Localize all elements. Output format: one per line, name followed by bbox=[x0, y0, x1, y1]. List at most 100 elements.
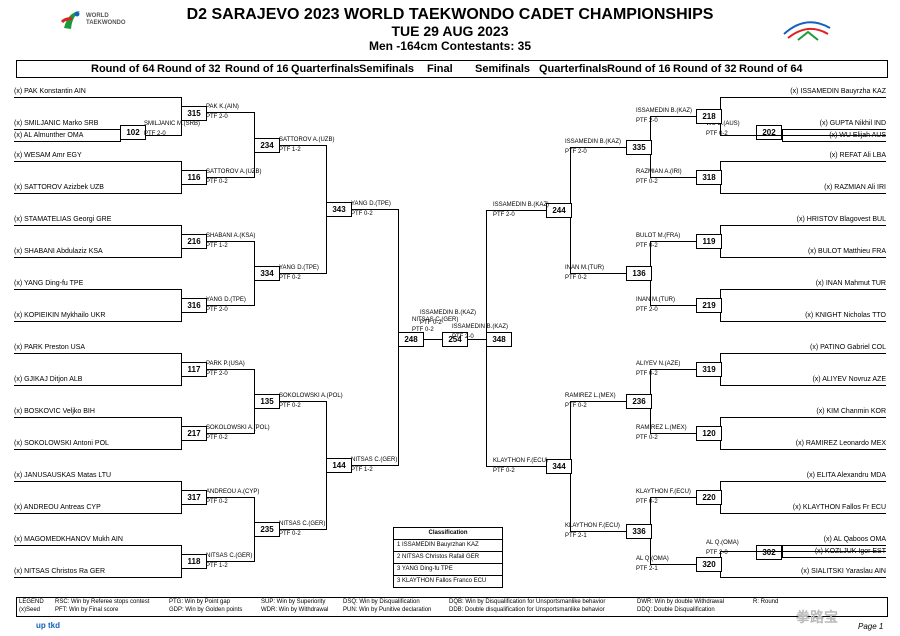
participant-name: (x) SATTOROV Azizbek UZB bbox=[14, 184, 104, 191]
match-number-box: 117 bbox=[181, 362, 207, 377]
match-winner: RAMIREZ L.(MEX) bbox=[565, 393, 616, 399]
match-number-box: 318 bbox=[696, 170, 722, 185]
match-winner: NITSAS C.(GER) bbox=[279, 521, 326, 527]
round-label: Semifinals bbox=[475, 63, 531, 75]
connector-line bbox=[650, 564, 696, 565]
match-winner: INAN M.(TUR) bbox=[565, 265, 604, 271]
participant-name: (x) HRISTOV Blagovest BUL bbox=[796, 216, 886, 223]
participant-name: (x) PARK Preston USA bbox=[14, 344, 86, 351]
participant-name: (x) MAGOMEDKHANOV Mukh AIN bbox=[14, 536, 123, 543]
connector-line bbox=[351, 209, 398, 210]
match-number-box: 218 bbox=[696, 109, 722, 124]
connector-line bbox=[14, 577, 181, 578]
world-taekwondo-logo bbox=[60, 8, 84, 32]
rounds-header: Round of 64 Round of 32 Round of 16 Quar… bbox=[16, 60, 888, 78]
legend-item: GDP: Win by Golden points bbox=[169, 607, 243, 613]
match-score: PTF 1-2 bbox=[351, 467, 373, 473]
participant-name: (x) INAN Mahmut TUR bbox=[815, 280, 886, 287]
match-score: PTF 2-0 bbox=[706, 550, 728, 556]
legend-item: DQB: Win by Disqualification for Unsport… bbox=[449, 599, 606, 605]
match-number-box: 343 bbox=[326, 202, 352, 217]
match-score: PTF 2-0 bbox=[636, 307, 658, 313]
match-score: PTF 1-2 bbox=[279, 147, 301, 153]
participant-name: (x) YANG Ding-fu TPE bbox=[14, 280, 84, 287]
connector-line bbox=[782, 545, 886, 546]
round-label: Round of 64 bbox=[91, 63, 155, 75]
match-winner: RAMIREZ L.(MEX) bbox=[636, 425, 687, 431]
legend-item: DDB: Double disqualification for Unsport… bbox=[449, 607, 605, 613]
connector-line bbox=[279, 401, 326, 402]
match-number-box: 136 bbox=[626, 266, 652, 281]
participant-name: (x) STAMATELIAS Georgi GRE bbox=[14, 216, 112, 223]
connector-line bbox=[650, 177, 696, 178]
connector-line bbox=[14, 225, 181, 226]
connector-line bbox=[650, 241, 696, 242]
connector-line bbox=[720, 353, 886, 354]
match-score: PTF 0-2 bbox=[279, 531, 301, 537]
event-date: TUE 29 AUG 2023 bbox=[391, 23, 509, 39]
participant-name: (x) REFAT Ali LBA bbox=[829, 152, 886, 159]
legend-item: PFT: Win by Final score bbox=[55, 607, 119, 613]
legend-item: DWR: Win by double Withdrawal bbox=[637, 599, 725, 605]
legend-item: SUP: Win by Superiority bbox=[261, 599, 326, 605]
connector-line bbox=[279, 145, 326, 146]
connector-line bbox=[720, 321, 886, 322]
match-score: PTF 2-0 bbox=[565, 149, 587, 155]
match-number-box: 234 bbox=[254, 138, 280, 153]
connector-line bbox=[14, 385, 181, 386]
connector-line bbox=[14, 481, 181, 482]
match-score: PTF 2-0 bbox=[206, 371, 228, 377]
participant-name: (x) SOKOLOWSKI Antoni POL bbox=[14, 440, 109, 447]
round-label: Round of 32 bbox=[673, 63, 737, 75]
page-number: Page 1 bbox=[858, 622, 884, 631]
match-winner: NITSAS C.(GER) bbox=[206, 553, 253, 559]
match-number-box: 144 bbox=[326, 458, 352, 473]
legend-item: R: Round bbox=[753, 599, 779, 605]
match-score: PTF 0-2 bbox=[636, 243, 658, 249]
match-winner: ISSAMEDIN B.(KAZ) bbox=[452, 324, 509, 330]
match-winner: NITSAS C.(GER) bbox=[412, 317, 459, 323]
match-number-box: 202 bbox=[756, 125, 782, 140]
connector-line bbox=[720, 193, 886, 194]
connector-line bbox=[14, 289, 181, 290]
match-score: PTF 0-2 bbox=[565, 275, 587, 281]
participant-name: (x) ELITA Alexandru MDA bbox=[806, 472, 886, 479]
connector-line bbox=[14, 321, 181, 322]
match-score: PTF 2-0 bbox=[636, 118, 658, 124]
connector-line bbox=[570, 531, 626, 532]
participant-name: (x) ISSAMEDIN Bauyrzha KAZ bbox=[790, 88, 886, 95]
participant-name: (x) KIM Chanmin KOR bbox=[816, 408, 886, 415]
match-winner: AL Q.(OMA) bbox=[636, 556, 669, 562]
connector-line bbox=[720, 577, 886, 578]
connector-line bbox=[146, 135, 181, 136]
match-winner: SATTOROV A.(UZB) bbox=[206, 169, 262, 175]
participant-name: (x) RAMIREZ Leonardo MEX bbox=[795, 440, 886, 447]
connector-line bbox=[720, 385, 886, 386]
connector-line bbox=[206, 112, 254, 113]
connector-line bbox=[14, 257, 181, 258]
participant-name: (x) BULOT Matthieu FRA bbox=[807, 248, 886, 255]
connector-line bbox=[570, 147, 626, 148]
match-score: PTF 1-2 bbox=[206, 563, 228, 569]
round-label-final: Final bbox=[427, 63, 453, 75]
match-score: PTF 2-1 bbox=[565, 533, 587, 539]
connector-line bbox=[279, 529, 326, 530]
category-title: Men -164cm Contestants: 35 bbox=[368, 39, 532, 53]
match-winner: SATTOROV A.(UZB) bbox=[279, 137, 335, 143]
match-score: PTF 0-2 bbox=[493, 468, 515, 474]
connector-line bbox=[570, 401, 626, 402]
match-number-box: 216 bbox=[181, 234, 207, 249]
match-score: PTF 0-2 bbox=[706, 131, 728, 137]
participant-name: (x) KNIGHT Nicholas TTO bbox=[805, 312, 886, 319]
match-number-box: 219 bbox=[696, 298, 722, 313]
round-label: Round of 64 bbox=[739, 63, 803, 75]
participant-name: (x) BOSKOVIC Veljko BIH bbox=[14, 408, 95, 415]
connector-line bbox=[650, 433, 696, 434]
match-score: PTF 0-2 bbox=[412, 327, 434, 333]
connector-line bbox=[720, 551, 886, 552]
participant-name: (x) KOPIEIKIN Mykhailo UKR bbox=[14, 312, 106, 319]
participant-name: (x) SHABANI Abdulaziz KSA bbox=[14, 248, 103, 255]
match-number-box: 320 bbox=[696, 557, 722, 572]
championship-logo bbox=[778, 12, 834, 46]
